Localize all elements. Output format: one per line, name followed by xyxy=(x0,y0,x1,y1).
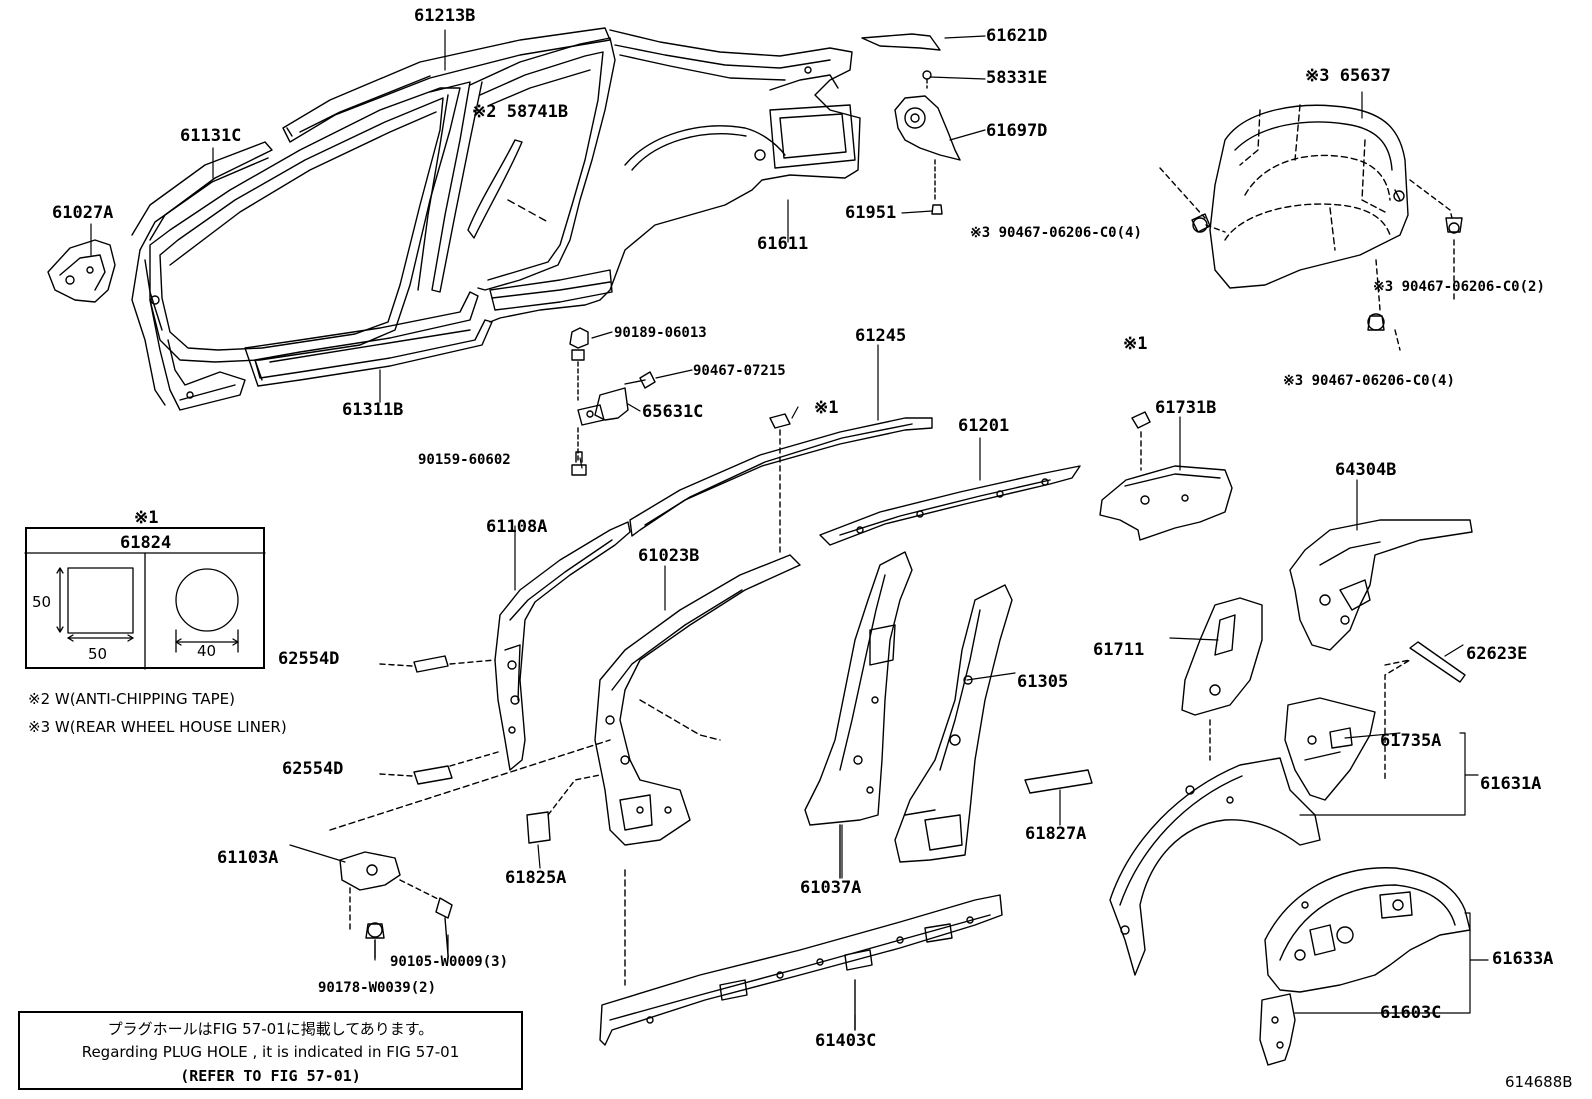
label-64304b: 64304B xyxy=(1335,460,1397,480)
label-61633a: 61633A xyxy=(1492,949,1554,969)
legend-box-61824 xyxy=(25,527,265,669)
legend-box-mark: ※1 xyxy=(134,508,159,528)
label-61108a: 61108A xyxy=(486,517,548,537)
label-mark1-b: ※1 xyxy=(1123,334,1148,354)
label-62623e: 62623E xyxy=(1466,644,1528,664)
rear-wheel-house-liner-65637 xyxy=(1159,104,1463,351)
label-58331e: 58331E xyxy=(986,68,1048,88)
legend-box-part-number: 61824 xyxy=(120,533,172,553)
label-90467-06206-c0-2: ※3 90467-06206-C0(2) xyxy=(1373,279,1545,295)
hardware-cluster-65631c xyxy=(569,327,656,476)
label-62554d-a: 62554D xyxy=(278,649,340,669)
label-61131c: 61131C xyxy=(180,126,242,146)
label-61611: 61611 xyxy=(757,234,809,254)
label-61027a: 61027A xyxy=(52,203,114,223)
label-90105-w0009: 90105-W0009(3) xyxy=(390,954,509,970)
label-mark1-a: ※1 xyxy=(814,398,839,418)
label-62554d-b: 62554D xyxy=(282,759,344,779)
label-61037a: 61037A xyxy=(800,878,862,898)
bracket-61103a xyxy=(329,739,611,959)
label-90159-60602: 90159-60602 xyxy=(418,452,511,468)
label-61023b: 61023B xyxy=(638,546,700,566)
legend-box-61824-drawing xyxy=(24,552,266,670)
wheel-house-61633a xyxy=(1259,867,1471,1066)
pillar-61037a xyxy=(804,551,913,879)
rocker-inner-61403c xyxy=(599,894,1003,1046)
pillar-61305 xyxy=(894,584,1013,863)
label-61951: 61951 xyxy=(845,203,897,223)
label-65637: ※3 65637 xyxy=(1305,66,1391,86)
label-58741b: ※2 58741B xyxy=(472,102,569,122)
legend-box-dim-diameter: 40 xyxy=(197,642,217,660)
strip-62623e xyxy=(1384,641,1466,781)
label-61403c: 61403C xyxy=(815,1031,877,1051)
label-61697d: 61697D xyxy=(986,121,1048,141)
pillar-61023b xyxy=(594,554,801,986)
roof-side-rails xyxy=(629,413,1081,556)
plug-hole-notice-ref: (REFER TO FIG 57-01) xyxy=(180,1067,361,1085)
legend-box-dim-width: 50 xyxy=(88,645,108,663)
label-90467-06206-c0-4a: ※3 90467-06206-C0(4) xyxy=(970,225,1142,241)
label-61711: 61711 xyxy=(1093,640,1145,660)
label-65631c: 65631C xyxy=(642,402,704,422)
label-61621d: 61621D xyxy=(986,26,1048,46)
label-61603c: 61603C xyxy=(1380,1003,1442,1023)
panels-61631a xyxy=(1109,697,1376,976)
leader-lines xyxy=(90,29,1489,1031)
label-61631a: 61631A xyxy=(1480,774,1542,794)
label-90467-06206-c0-4b: ※3 90467-06206-C0(4) xyxy=(1283,373,1455,389)
label-61827a: 61827A xyxy=(1025,824,1087,844)
parts-upper-right-cluster xyxy=(861,33,961,215)
plug-hole-notice-en: Regarding PLUG HOLE , it is indicated in… xyxy=(81,1043,460,1061)
label-61825a: 61825A xyxy=(505,868,567,888)
label-90467-07215: 90467-07215 xyxy=(693,363,786,379)
plug-hole-notice: プラグホールはFIG 57-01に掲載してあります。 Regarding PLU… xyxy=(18,1011,523,1090)
note-anti-chipping-tape: ※2 W(ANTI-CHIPPING TAPE) xyxy=(28,690,235,708)
label-61731b: 61731B xyxy=(1155,398,1217,418)
pillar-61108a xyxy=(494,521,631,771)
panel-61711 xyxy=(1181,597,1263,761)
label-61311b: 61311B xyxy=(342,400,404,420)
panel-61731b xyxy=(1099,411,1233,541)
legend-box-dim-height: 50 xyxy=(32,593,52,611)
label-61735a: 61735A xyxy=(1380,731,1442,751)
panel-64304b xyxy=(1289,519,1473,651)
plug-hole-notice-jp: プラグホールはFIG 57-01に掲載してあります。 xyxy=(107,1020,434,1038)
label-90178-w0039: 90178-W0039(2) xyxy=(318,980,437,996)
label-61103a: 61103A xyxy=(217,848,279,868)
label-61305: 61305 xyxy=(1017,672,1069,692)
label-61201: 61201 xyxy=(958,416,1010,436)
rocker-panel-61311b xyxy=(244,291,493,387)
anti-chipping-tape-58741b xyxy=(467,139,549,239)
figure-code: 614688B xyxy=(1505,1073,1573,1091)
label-90189-06013: 90189-06013 xyxy=(614,325,707,341)
bracket-61027a xyxy=(47,239,116,303)
note-rear-wheel-house-liner: ※3 W(REAR WHEEL HOUSE LINER) xyxy=(28,718,287,736)
block-61825a xyxy=(526,774,601,844)
body-side-outer-panel xyxy=(131,27,861,411)
label-61245: 61245 xyxy=(855,326,907,346)
patch-61827a xyxy=(1024,769,1093,794)
label-61213b: 61213B xyxy=(414,6,476,26)
patches-62554d xyxy=(379,655,499,785)
